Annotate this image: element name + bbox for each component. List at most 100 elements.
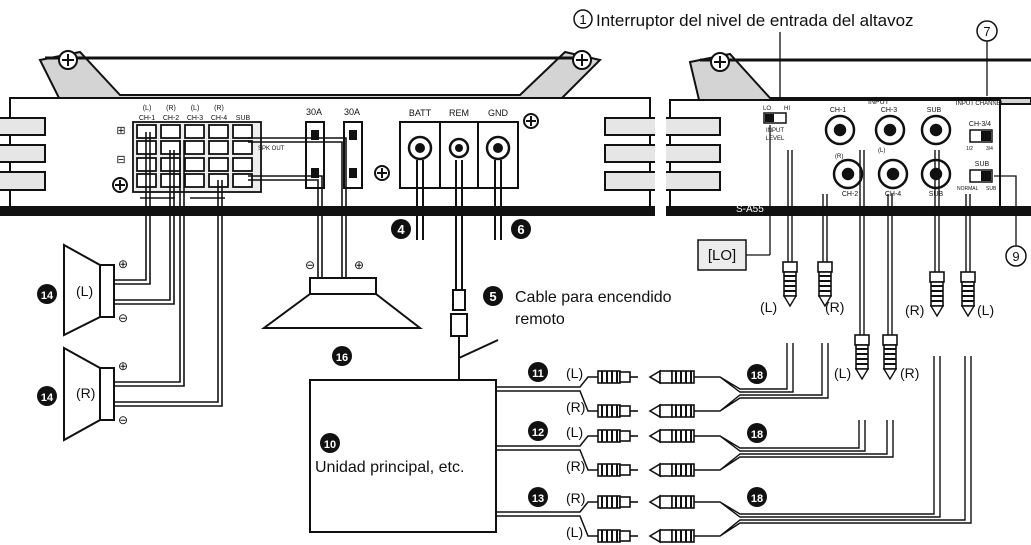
speaker-right-label: (R) [76,385,95,401]
head-unit-label: Unidad principal, etc. [315,459,464,476]
rca-vertical-plug [854,150,870,381]
ch3-label: CH-3 [187,115,203,122]
callout-14-right: 14 [37,386,57,406]
minus-icon: ⊖ [118,413,128,427]
svg-text:18: 18 [751,429,763,441]
rem-label: REM [449,108,469,118]
rca-vertical-plug [960,194,976,318]
svg-text:11: 11 [532,368,544,380]
remote-connector [450,289,499,380]
svg-text:10: 10 [324,439,336,451]
head-unit-box [309,379,497,533]
input-level-switch: LO HI INPUT LEVEL [763,106,790,142]
svg-text:INPUT: INPUT [766,128,784,134]
fuse-2 [343,121,363,189]
jack-sub-top-label: SUB [927,107,942,114]
spk-out-label: SPK OUT [258,146,285,152]
jack-ch2-label: CH-2 [842,191,858,198]
title-label: 1 Interruptor del nivel de entrada del a… [573,9,914,30]
svg-text:4: 4 [397,222,405,237]
rca-vertical-plug [817,194,833,308]
fuse-2-label: 30A [344,107,360,117]
title-text: Interruptor del nivel de entrada del alt… [596,11,914,30]
ch1-side-label: (L) [143,105,152,112]
svg-text:(R): (R) [566,458,585,474]
svg-text:(L): (L) [566,365,583,381]
rca-plug-pair [597,462,695,478]
rca-cable-row [496,343,829,419]
callout-18-c: 18 [747,487,767,507]
rca-plug-pair [597,528,695,544]
plus-icon: ⊕ [354,258,364,272]
svg-text:3/4: 3/4 [986,146,993,152]
callout-16: 16 [332,346,352,366]
rca-cable-group-12: 12 (L) (R) [528,421,585,474]
svg-text:6: 6 [517,222,524,237]
subwoofer-wires [248,137,347,278]
speaker-right: (R) ⊕ ⊖ [63,346,128,442]
svg-text:7: 7 [983,24,990,39]
callout-7: 7 [976,20,998,96]
plug-r-label: (R) [905,302,924,318]
callout-10: 10 [320,433,340,453]
svg-text:18: 18 [751,370,763,382]
plug-r-label: (R) [900,365,919,381]
rca-cable-group-13: 13 (R) (L) [528,487,585,540]
gnd-label: GND [488,108,509,118]
svg-text:12: 12 [532,427,544,439]
rca-plug-pair [597,403,695,419]
minus-icon: ⊖ [118,311,128,325]
fuse-1-label: 30A [306,107,322,117]
ch1-label: CH-1 [139,115,155,122]
svg-text:5: 5 [489,289,496,304]
svg-text:(L): (L) [566,524,583,540]
jack-ch3-label: CH-3 [881,107,897,114]
ch4-side-label: (R) [214,105,224,112]
sub-switch-label: SUB [975,161,990,168]
power-wires [416,160,502,290]
svg-text:(R): (R) [566,399,585,415]
remote-cable-label-2: remoto [515,311,565,328]
svg-text:18: 18 [751,493,763,505]
power-terminal-block: BATT REM GND [399,108,519,189]
svg-text:9: 9 [1012,249,1019,264]
ch2-side-label: (R) [166,105,176,112]
model-mark: S-A55 [736,204,764,215]
lo-box-label: [LO] [708,247,736,264]
svg-text:LEVEL: LEVEL [766,136,785,142]
svg-text:(L): (L) [566,424,583,440]
ch4-label: CH-4 [211,115,227,122]
callout-14-left: 14 [37,284,57,304]
speaker-terminal-block [132,121,262,193]
svg-text:16: 16 [336,352,348,364]
svg-text:1/2: 1/2 [966,146,973,152]
svg-text:(R): (R) [566,490,585,506]
minus-row-icon: ⊟ [116,154,125,166]
svg-text:LO: LO [763,106,771,112]
input-label: INPUT [868,99,890,106]
rca-cable-row [496,356,972,544]
callout-6: 6 [511,219,531,239]
svg-text:(R): (R) [835,154,843,160]
svg-text:NORMAL: NORMAL [957,186,979,192]
callout-4: 4 [391,219,411,239]
svg-text:14: 14 [41,392,54,404]
ch2-label: CH-2 [163,115,179,122]
input-channel-label: INPUT CHANNEL [956,101,1005,107]
callout-18-b: 18 [747,423,767,443]
rca-input-jacks [824,114,952,190]
amplifier-right-panel: S-A55 LO HI INPUT LEVEL INPUT CH-1 CH-3 … [666,52,1031,216]
speaker-left: (L) ⊕ ⊖ [63,243,128,337]
title-number: 1 [579,12,586,27]
jack-ch4-label: CH-4 [885,191,901,198]
plug-l-label: (L) [834,365,851,381]
minus-icon: ⊖ [305,258,315,272]
ch3-side-label: (L) [191,105,200,112]
speaker-wires [114,132,223,407]
svg-text:(L): (L) [878,148,885,154]
jack-ch1-label: CH-1 [830,107,846,114]
plus-icon: ⊕ [118,359,128,373]
rca-plug-pair [597,494,695,510]
rca-plug-pair [597,369,695,385]
